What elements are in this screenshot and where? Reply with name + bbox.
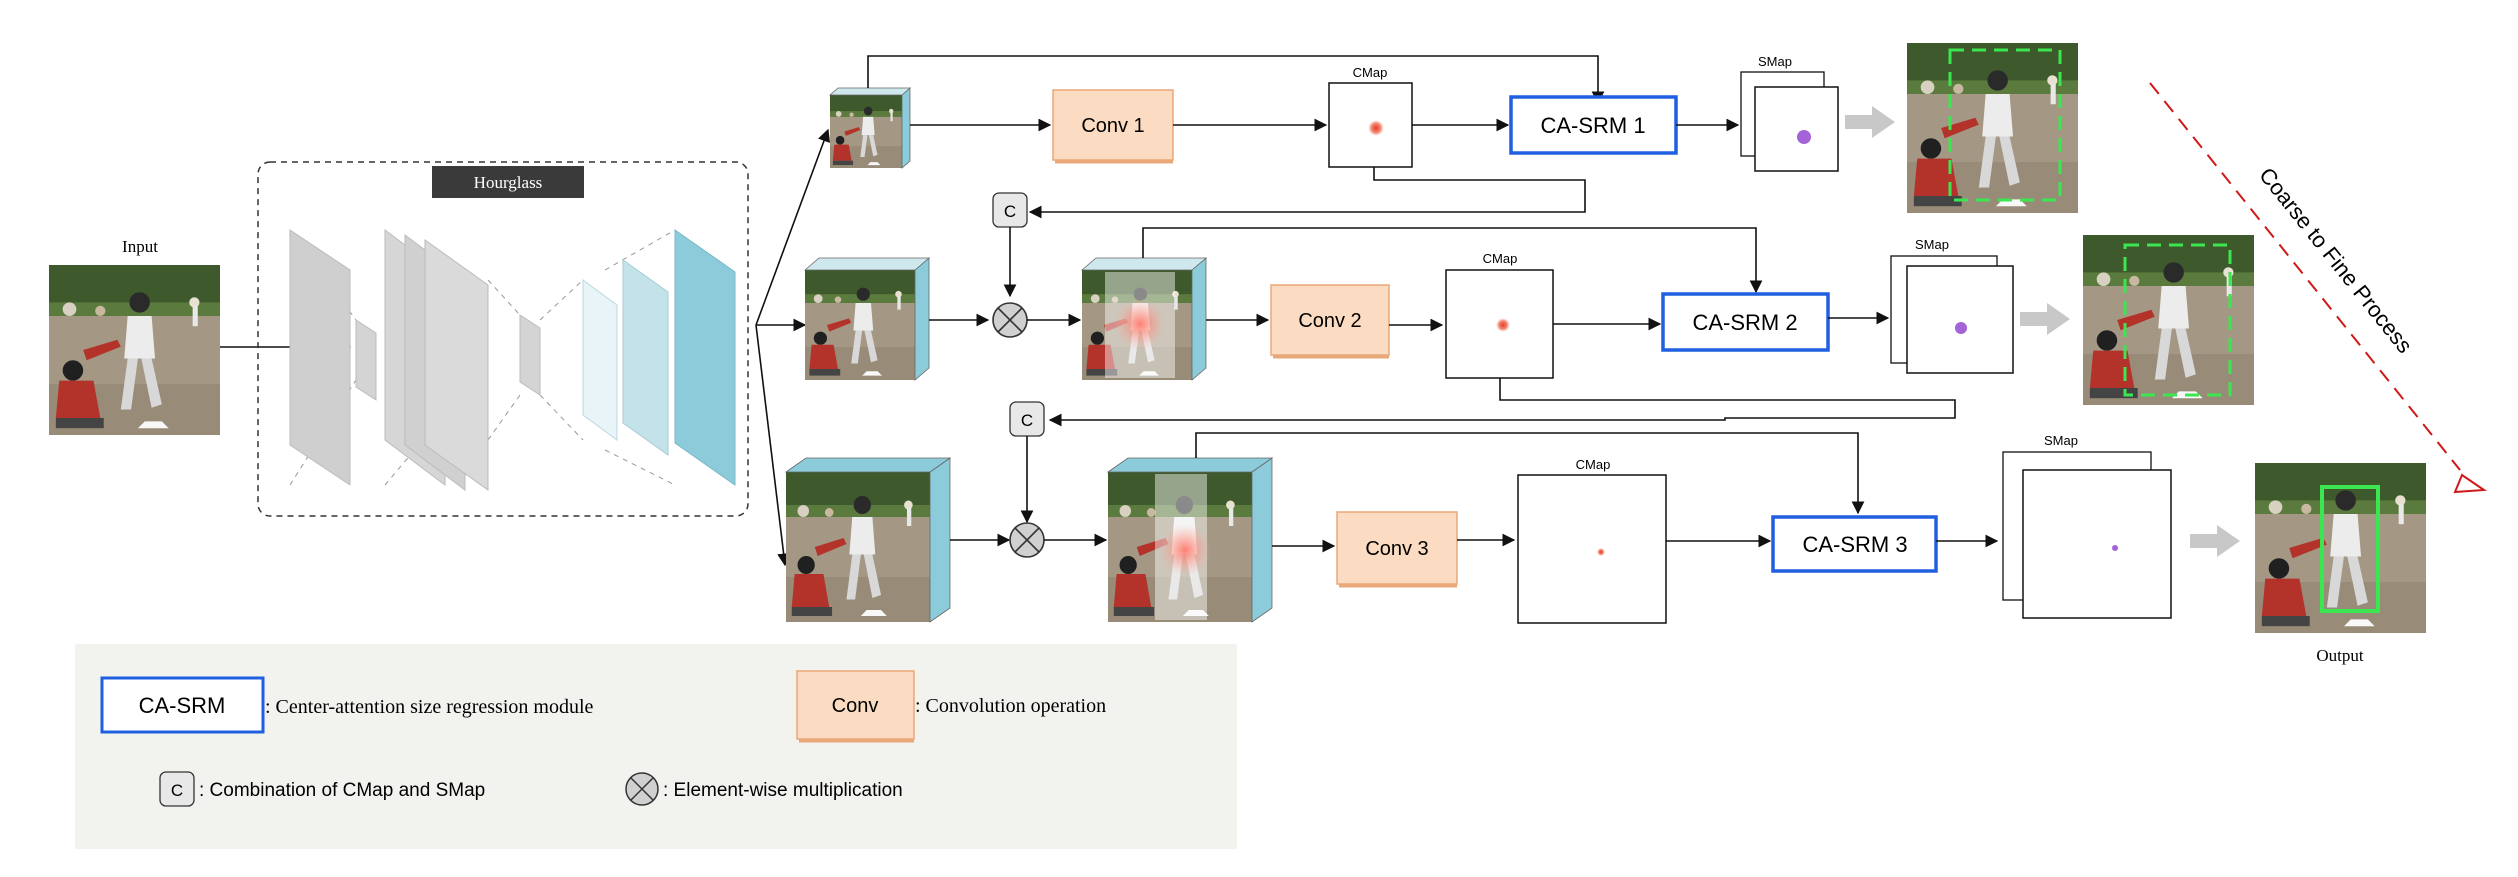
smap-3 bbox=[2022, 469, 2172, 619]
stage-1-crop-image bbox=[1907, 43, 2078, 213]
smap-2 bbox=[1906, 265, 2014, 374]
ca-srm-1-label: CA-SRM 1 bbox=[1540, 113, 1645, 138]
stage-2-feature-image bbox=[805, 270, 915, 380]
stage-1-output-arrow bbox=[1845, 106, 1895, 138]
stage-1: Conv 1 CMap CA-SRM 1 SMap bbox=[828, 43, 2078, 219]
ca-srm-3-label: CA-SRM 3 bbox=[1802, 532, 1907, 557]
fanout-arrow-3 bbox=[755, 324, 790, 567]
conv-3-block bbox=[1336, 511, 1458, 585]
hourglass-box bbox=[257, 161, 749, 517]
coarse-to-fine-arrow bbox=[2149, 82, 2487, 494]
input-image bbox=[49, 265, 220, 435]
legend-conv-swatch bbox=[796, 670, 915, 740]
cmap-3 bbox=[1517, 474, 1667, 624]
output-label: Output bbox=[2316, 646, 2364, 665]
stage-3: C Conv 3 CMap CA-SRM 3 SMap bbox=[784, 401, 2426, 665]
legend-c-swatch bbox=[159, 771, 195, 807]
conv-2-label: Conv 2 bbox=[1298, 310, 1361, 332]
ca-srm-3-block bbox=[1771, 515, 1938, 573]
smap-3-label: SMap bbox=[2044, 433, 2078, 448]
legend-ca-srm-label: CA-SRM bbox=[139, 693, 226, 718]
legend-conv-label: Conv bbox=[832, 695, 879, 717]
ca-srm-2-block bbox=[1661, 292, 1830, 352]
ca-srm-2-label: CA-SRM 2 bbox=[1692, 310, 1797, 335]
hourglass-title: Hourglass bbox=[474, 173, 543, 192]
smap-1 bbox=[1754, 86, 1839, 172]
cmap-3-label: CMap bbox=[1576, 457, 1611, 472]
multiply-op-3 bbox=[1009, 522, 1045, 558]
stage-2: C Conv 2 CMap CA-SRM 2 SMap bbox=[803, 192, 2254, 427]
ca-srm-1-block bbox=[1509, 95, 1678, 155]
legend-mult-desc: : Element-wise multiplication bbox=[663, 780, 903, 801]
stage-2-crop-image bbox=[2083, 235, 2254, 405]
stage-2-output-arrow bbox=[2020, 303, 2070, 335]
legend-c-desc: : Combination of CMap and SMap bbox=[199, 780, 485, 801]
stage-3-feature-image bbox=[786, 472, 930, 622]
smap-2-label: SMap bbox=[1915, 237, 1949, 252]
cmap-1-label: CMap bbox=[1353, 65, 1388, 80]
fanout-arrow-1 bbox=[755, 128, 831, 326]
conv-3-label: Conv 3 bbox=[1365, 538, 1428, 560]
combine-c-2-label: C bbox=[1004, 202, 1016, 221]
cmap-2-label: CMap bbox=[1483, 251, 1518, 266]
combine-c-3-label: C bbox=[1021, 411, 1033, 430]
legend-ca-srm-swatch bbox=[100, 676, 265, 734]
legend-panel bbox=[75, 644, 1237, 849]
hourglass-title-bar bbox=[432, 166, 584, 198]
legend-ca-srm-desc: : Center-attention size regression modul… bbox=[265, 696, 594, 718]
legend: CA-SRM : Center-attention size regressio… bbox=[75, 644, 1237, 849]
input-label: Input bbox=[122, 237, 158, 256]
smap-1-label: SMap bbox=[1758, 54, 1792, 69]
stage-1-feature-image bbox=[830, 95, 902, 168]
stage-3-output-arrow bbox=[2190, 525, 2240, 557]
legend-multiply-swatch bbox=[625, 772, 659, 806]
stage-2-crop-box bbox=[2123, 243, 2232, 397]
output-bounding-box bbox=[2320, 485, 2380, 613]
conv-1-label: Conv 1 bbox=[1081, 115, 1144, 137]
hourglass-layers bbox=[289, 229, 736, 491]
coarse-to-fine-label: Coarse to Fine Process bbox=[2254, 163, 2417, 358]
multiply-op-2 bbox=[992, 302, 1028, 338]
conv-2-block bbox=[1270, 284, 1390, 356]
legend-c-label: C bbox=[171, 781, 183, 800]
legend-conv-desc: : Convolution operation bbox=[915, 695, 1106, 717]
stage-1-crop-box bbox=[1948, 48, 2062, 202]
